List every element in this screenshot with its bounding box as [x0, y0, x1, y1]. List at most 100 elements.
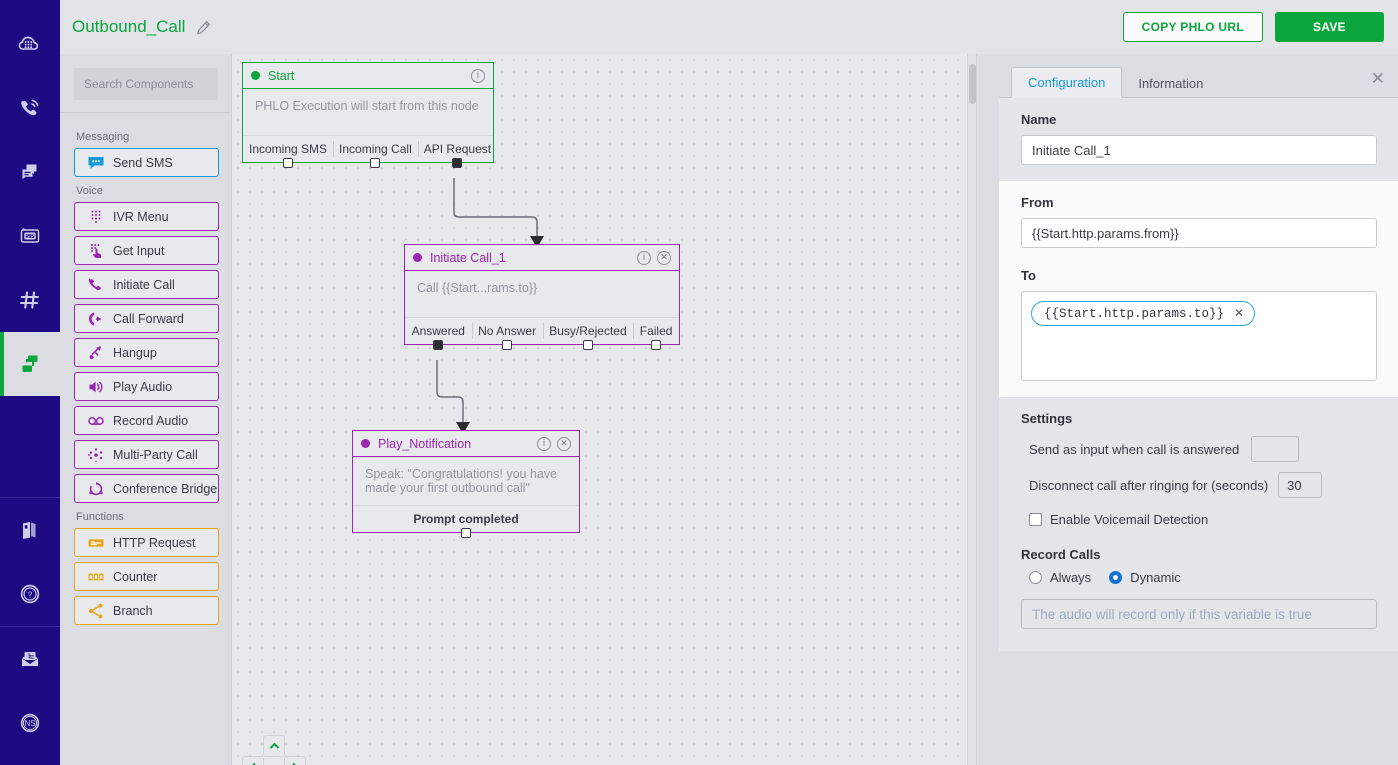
node-start-actions: i: [471, 68, 485, 83]
book-docs-icon: [18, 518, 42, 542]
palette-item-label: Branch: [113, 603, 153, 618]
node-initiate-title: Initiate Call_1: [430, 250, 506, 265]
search-input[interactable]: [74, 68, 218, 100]
port-handle[interactable]: [283, 158, 294, 168]
rail-item-voice[interactable]: [0, 76, 60, 140]
to-section: To {{Start.http.params.to}} ✕: [999, 264, 1398, 397]
palette-item-multi-party-call[interactable]: Multi-Party Call: [74, 440, 219, 469]
rail-item-account[interactable]: NS: [0, 691, 60, 755]
palette-item-hangup[interactable]: Hangup: [74, 338, 219, 367]
copy-phlo-url-button[interactable]: COPY PHLO URL: [1122, 12, 1263, 42]
palette-item-initiate-call[interactable]: Initiate Call: [74, 270, 219, 299]
port-label: Answered: [411, 324, 465, 338]
rail-item-docs[interactable]: [0, 498, 60, 562]
to-tag[interactable]: {{Start.http.params.to}} ✕: [1031, 301, 1256, 326]
node-start[interactable]: Start i PHLO Execution will start from t…: [242, 62, 494, 168]
palette-item-send-sms[interactable]: Send SMS: [74, 148, 219, 177]
help-question-icon: ?: [18, 582, 42, 606]
palette-divider: [60, 112, 231, 113]
port-handle[interactable]: [461, 528, 471, 538]
remove-tag-icon[interactable]: ✕: [1234, 307, 1245, 321]
close-icon[interactable]: ✕: [1370, 69, 1385, 88]
send-as-input-field[interactable]: [1251, 436, 1300, 462]
phlo-flow-icon: [17, 351, 43, 377]
pan-left-button[interactable]: [242, 756, 264, 765]
port-label: Failed: [639, 324, 673, 338]
node-start-ports: Incoming SMS Incoming Call API Request: [243, 135, 493, 168]
rail-item-billing[interactable]: $: [0, 627, 60, 691]
rail-item-sip-trunk[interactable]: SIP: [0, 204, 60, 268]
svg-text:?: ?: [28, 590, 33, 599]
port-api-request[interactable]: API Request: [417, 136, 497, 168]
pan-right-button[interactable]: [284, 756, 306, 765]
rail-top-group: SIP: [0, 0, 60, 396]
port-incoming-sms[interactable]: Incoming SMS: [243, 136, 333, 168]
palette-item-label: Record Audio: [113, 413, 189, 428]
close-icon[interactable]: ✕: [657, 250, 671, 265]
rail-item-cloud-dialpad[interactable]: [0, 12, 60, 76]
port-incoming-call[interactable]: Incoming Call: [333, 136, 418, 168]
node-initiate-actions: i ✕: [637, 250, 671, 265]
speaker-icon: [83, 378, 109, 396]
voicemail-row: Enable Voicemail Detection: [1029, 512, 1377, 527]
port-answered[interactable]: Answered: [405, 318, 472, 350]
palette-item-conference-bridge[interactable]: Conference Bridge: [74, 474, 219, 503]
record-dynamic-radio[interactable]: [1109, 571, 1123, 584]
tab-information[interactable]: Information: [1138, 76, 1204, 91]
port-label: No Answer: [478, 324, 537, 338]
node-initiate-call[interactable]: Initiate Call_1 i ✕ Call {{Start...rams.…: [404, 244, 680, 350]
palette-item-call-forward[interactable]: Call Forward: [74, 304, 219, 333]
palette-item-play-audio[interactable]: Play Audio: [74, 372, 219, 401]
record-dynamic-label: Dynamic: [1130, 570, 1181, 585]
port-handle[interactable]: [433, 340, 444, 350]
rail-item-numbers[interactable]: [0, 268, 60, 332]
pan-up-button[interactable]: [263, 735, 285, 757]
palette-item-counter[interactable]: Counter: [74, 562, 219, 591]
port-handle[interactable]: [452, 158, 463, 168]
palette-item-branch[interactable]: Branch: [74, 596, 219, 625]
close-icon[interactable]: ✕: [557, 436, 571, 451]
palette-item-http-request[interactable]: HTTP Request: [74, 528, 219, 557]
name-field[interactable]: [1021, 135, 1377, 165]
node-start-body: PHLO Execution will start from this node: [255, 99, 479, 113]
port-handle[interactable]: [582, 340, 593, 350]
flow-canvas[interactable]: Start i PHLO Execution will start from t…: [232, 54, 976, 765]
port-handle[interactable]: [651, 340, 662, 350]
from-field[interactable]: [1021, 218, 1377, 248]
palette-item-ivr-menu[interactable]: IVR Menu: [74, 202, 219, 231]
canvas-scrollbar[interactable]: [967, 54, 976, 765]
scrollbar-thumb[interactable]: [969, 64, 976, 104]
to-field[interactable]: {{Start.http.params.to}} ✕: [1021, 291, 1377, 381]
node-play-ports: Prompt completed: [353, 505, 579, 538]
port-no-answer[interactable]: No Answer: [471, 318, 543, 350]
port-prompt-completed[interactable]: Prompt completed: [353, 506, 579, 538]
info-icon[interactable]: i: [637, 250, 651, 265]
tab-configuration[interactable]: Configuration: [1011, 67, 1123, 98]
info-icon[interactable]: i: [537, 436, 551, 451]
voicemail-checkbox[interactable]: [1029, 513, 1042, 526]
to-label: To: [1021, 268, 1036, 283]
rail-item-help[interactable]: ?: [0, 562, 60, 626]
node-start-title: Start: [268, 68, 295, 83]
palette-item-record-audio[interactable]: Record Audio: [74, 406, 219, 435]
node-play-notification[interactable]: Play_Notification i ✕ Speak: "Congratula…: [352, 430, 580, 538]
keypad-icon: [83, 208, 109, 226]
node-status-dot: [251, 71, 260, 80]
port-failed[interactable]: Failed: [633, 318, 679, 350]
rail-item-phlo[interactable]: [0, 332, 60, 396]
palette-item-get-input[interactable]: Get Input: [74, 236, 219, 265]
dynamic-variable-field[interactable]: [1021, 599, 1377, 629]
save-button[interactable]: SAVE: [1275, 12, 1384, 42]
info-icon[interactable]: i: [471, 68, 485, 83]
port-label: Busy/Rejected: [549, 324, 627, 338]
port-handle[interactable]: [502, 340, 513, 350]
record-always-radio[interactable]: [1029, 571, 1042, 584]
port-handle[interactable]: [370, 158, 381, 168]
phone-signal-icon: [17, 95, 43, 121]
port-busy-rejected[interactable]: Busy/Rejected: [542, 318, 634, 350]
disconnect-field[interactable]: [1278, 472, 1323, 498]
rail-item-messaging[interactable]: [0, 140, 60, 204]
pencil-icon[interactable]: [195, 19, 212, 36]
record-always-label: Always: [1050, 570, 1092, 585]
